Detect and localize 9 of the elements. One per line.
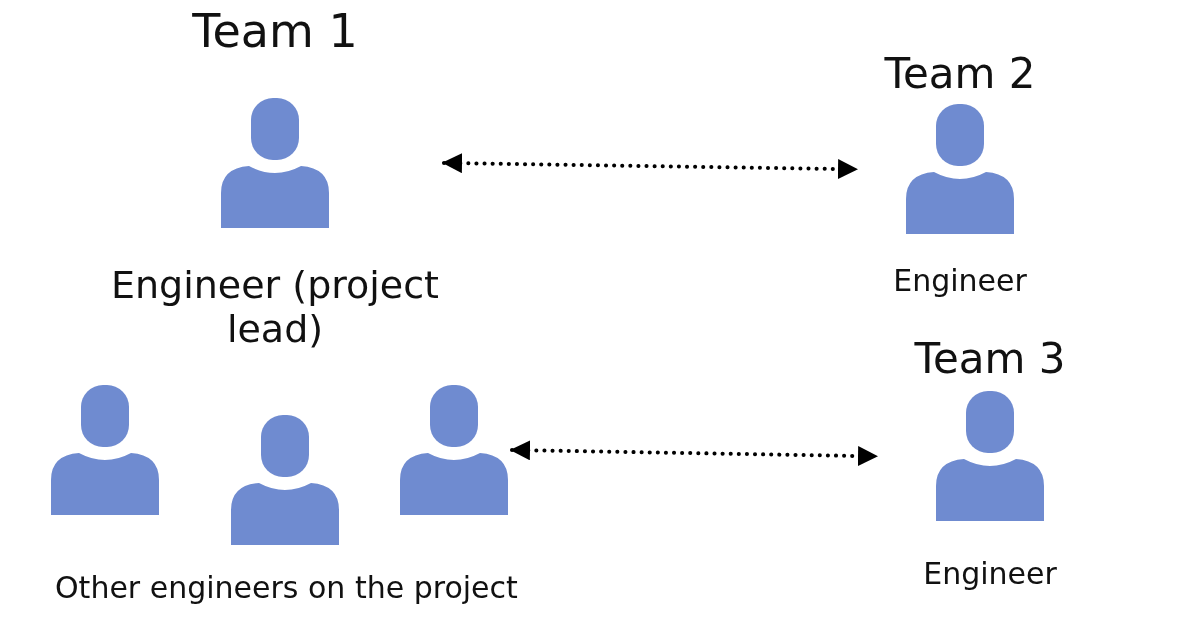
team-heading: Team 3 (914, 335, 1066, 384)
role-label: Engineer (923, 557, 1057, 592)
role-label: Engineer (893, 264, 1027, 299)
team-heading: Team 1 (192, 5, 358, 58)
dotted-double-arrow (442, 153, 858, 179)
role-label: Engineer (project lead) (110, 263, 440, 352)
team-heading: Team 2 (884, 50, 1036, 99)
dotted-double-arrow (510, 440, 878, 466)
group-caption: Other engineers on the project (55, 570, 518, 605)
